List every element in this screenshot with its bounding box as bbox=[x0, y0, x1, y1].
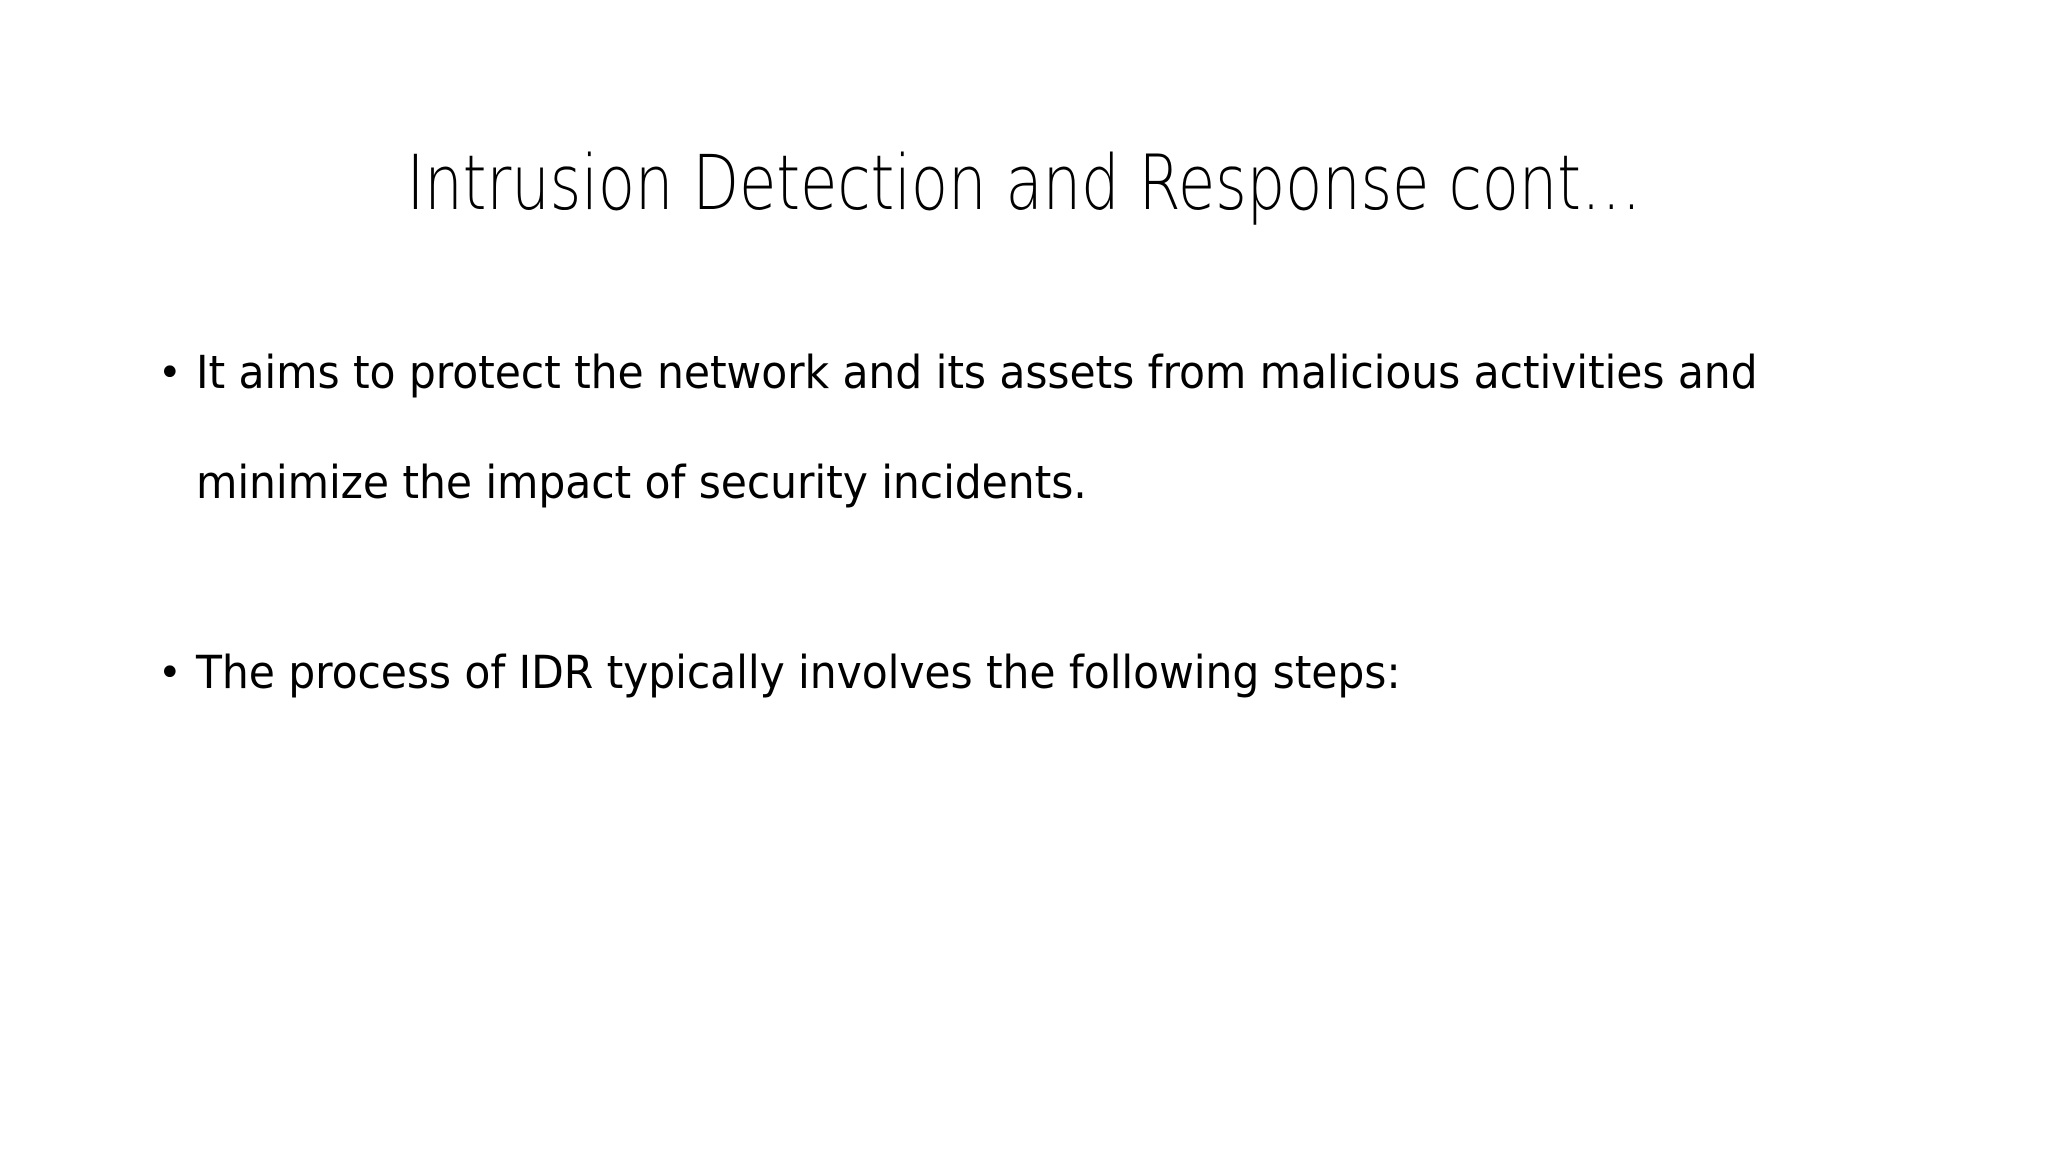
list-item: • The process of IDR typically involves … bbox=[150, 618, 1950, 728]
list-item-text: The process of IDR typically involves th… bbox=[196, 646, 1401, 699]
list-item-text: It aims to protect the network and its a… bbox=[196, 346, 1758, 509]
list-item: • It aims to protect the network and its… bbox=[150, 318, 1950, 538]
slide-body-content: • It aims to protect the network and its… bbox=[150, 318, 1950, 728]
bullet-point-icon: • bbox=[158, 350, 182, 396]
bullet-point-icon: • bbox=[158, 650, 182, 696]
page-title: Intrusion Detection and Response cont… bbox=[406, 137, 1642, 227]
